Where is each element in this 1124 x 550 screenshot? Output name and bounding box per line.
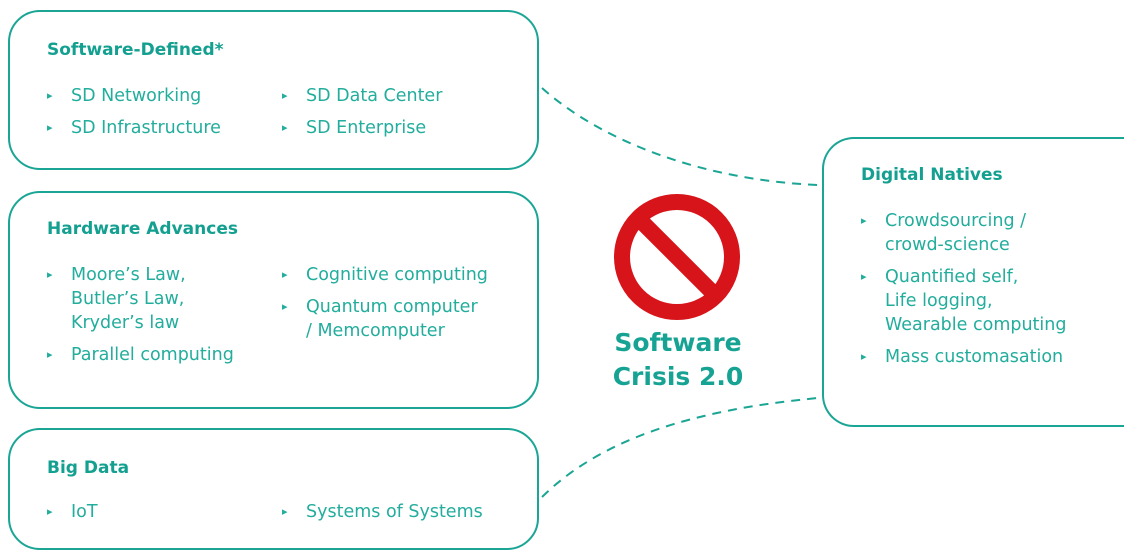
bullet-icon: ▸ xyxy=(282,268,288,281)
list-item: ▸ SD Networking xyxy=(47,84,221,108)
bullet-icon: ▸ xyxy=(282,505,288,518)
prohibition-sign-icon xyxy=(613,193,741,325)
list-item: ▸ Quantum computer / Memcomputer xyxy=(282,295,488,343)
list-item-text: SD Networking xyxy=(71,86,202,106)
list-item: ▸ SD Data Center xyxy=(282,84,442,108)
list-item-text: Quantum computer xyxy=(306,297,478,317)
bullet-icon: ▸ xyxy=(47,89,53,102)
hardware-advances-col-2: ▸ Cognitive computing ▸ Quantum computer / M… xyxy=(282,263,488,351)
list-item-text: Moore’s Law, xyxy=(71,265,186,285)
center-title-line-1: Software xyxy=(614,328,742,357)
list-item: ▸ Moore’s Law, Butler’s Law, Kryder’s law xyxy=(47,263,234,335)
list-item-text: IoT xyxy=(71,502,98,522)
bullet-icon: ▸ xyxy=(47,268,53,281)
list-item-text: Life logging, xyxy=(885,291,993,311)
list-item-text: Quantified self, xyxy=(885,267,1019,287)
hardware-advances-title: Hardware Advances xyxy=(47,219,238,239)
software-defined-col-1: ▸ SD Networking ▸ SD Infrastructure xyxy=(47,84,221,148)
list-item-text: SD Data Center xyxy=(306,86,443,106)
list-item-text: SD Enterprise xyxy=(306,118,427,138)
bullet-icon: ▸ xyxy=(47,121,53,134)
center-title-line-2: Crisis 2.0 xyxy=(612,362,744,391)
center-title: Software Crisis 2.0 xyxy=(600,326,756,394)
bullet-icon: ▸ xyxy=(47,505,53,518)
big-data-col-2: ▸ Systems of Systems xyxy=(282,500,483,532)
list-item-text: Butler’s Law, xyxy=(71,289,185,309)
list-item-text: Crowdsourcing / xyxy=(885,211,1027,231)
digital-natives-col-1: ▸ Crowdsourcing / crowd-science ▸ Quantified… xyxy=(861,209,1067,377)
software-defined-title: Software-Defined* xyxy=(47,40,224,60)
hardware-advances-box: Hardware Advances ▸ Moore’s Law, Butler’s … xyxy=(8,191,539,409)
hardware-advances-col-1: ▸ Moore’s Law, Butler’s Law, Kryder’s law ▸ P… xyxy=(47,263,234,375)
software-defined-box: Software-Defined* ▸ SD Networking ▸ SD Infr… xyxy=(8,10,539,170)
digital-natives-title: Digital Natives xyxy=(861,165,1003,185)
list-item: ▸ Systems of Systems xyxy=(282,500,483,524)
list-item: ▸ Quantified self, Life logging, Wearable c… xyxy=(861,265,1067,337)
list-item-text: Cognitive computing xyxy=(306,265,488,285)
bullet-icon: ▸ xyxy=(861,214,867,227)
bullet-icon: ▸ xyxy=(282,89,288,102)
big-data-box: Big Data ▸ IoT ▸ Systems of Systems xyxy=(8,428,539,550)
list-item-text: Systems of Systems xyxy=(306,502,483,522)
list-item-text: Kryder’s law xyxy=(71,313,180,333)
bullet-icon: ▸ xyxy=(861,270,867,283)
list-item: ▸ SD Infrastructure xyxy=(47,116,221,140)
bullet-icon: ▸ xyxy=(861,350,867,363)
connector-bottom xyxy=(541,397,819,498)
list-item: ▸ Parallel computing xyxy=(47,343,234,367)
big-data-col-1: ▸ IoT xyxy=(47,500,98,532)
bullet-icon: ▸ xyxy=(282,300,288,313)
list-item: ▸ SD Enterprise xyxy=(282,116,442,140)
connector-top xyxy=(541,87,819,186)
list-item-text: Wearable computing xyxy=(885,315,1067,335)
big-data-title: Big Data xyxy=(47,458,130,478)
list-item: ▸ Cognitive computing xyxy=(282,263,488,287)
list-item-text: Mass customasation xyxy=(885,347,1064,367)
list-item-text: SD Infrastructure xyxy=(71,118,221,138)
list-item-text: / Memcomputer xyxy=(306,321,445,341)
list-item-text: crowd-science xyxy=(885,235,1010,255)
list-item: ▸ Crowdsourcing / crowd-science xyxy=(861,209,1067,257)
bullet-icon: ▸ xyxy=(282,121,288,134)
bullet-icon: ▸ xyxy=(47,348,53,361)
digital-natives-box: Digital Natives ▸ Crowdsourcing / crowd-sc… xyxy=(822,137,1124,427)
software-defined-col-2: ▸ SD Data Center ▸ SD Enterprise xyxy=(282,84,442,148)
list-item: ▸ IoT xyxy=(47,500,98,524)
list-item: ▸ Mass customasation xyxy=(861,345,1067,369)
list-item-text: Parallel computing xyxy=(71,345,234,365)
